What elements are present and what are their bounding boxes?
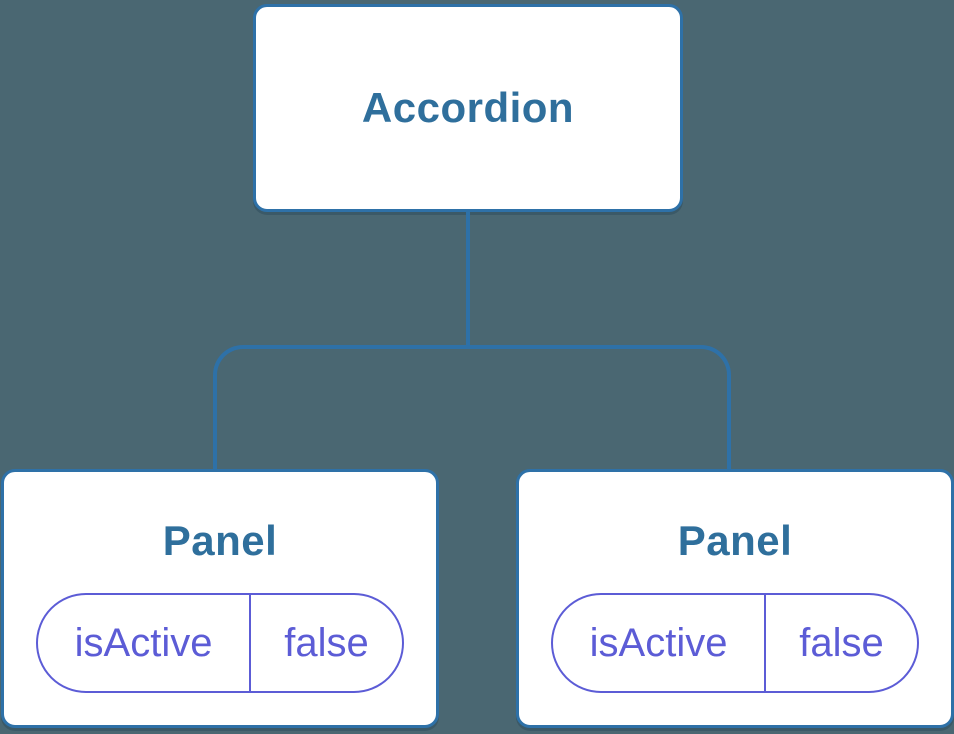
panel-right-state-pill: isActive false <box>551 593 919 693</box>
panel-left-state-key: isActive <box>74 621 213 665</box>
panel-left-state-value: false <box>249 595 402 691</box>
panel-node-right: Panel isActive false <box>516 469 954 728</box>
panel-right-state-value: false <box>764 595 917 691</box>
panel-right-label: Panel <box>677 517 793 564</box>
accordion-node: Accordion <box>253 4 683 212</box>
panel-left-state-pill: isActive false <box>36 593 404 693</box>
connector-bracket <box>213 345 731 471</box>
connector-stem <box>466 211 470 347</box>
panel-node-left: Panel isActive false <box>1 469 439 728</box>
accordion-node-label: Accordion <box>361 84 575 131</box>
panel-left-label: Panel <box>162 517 278 564</box>
panel-right-state-key: isActive <box>589 621 728 665</box>
